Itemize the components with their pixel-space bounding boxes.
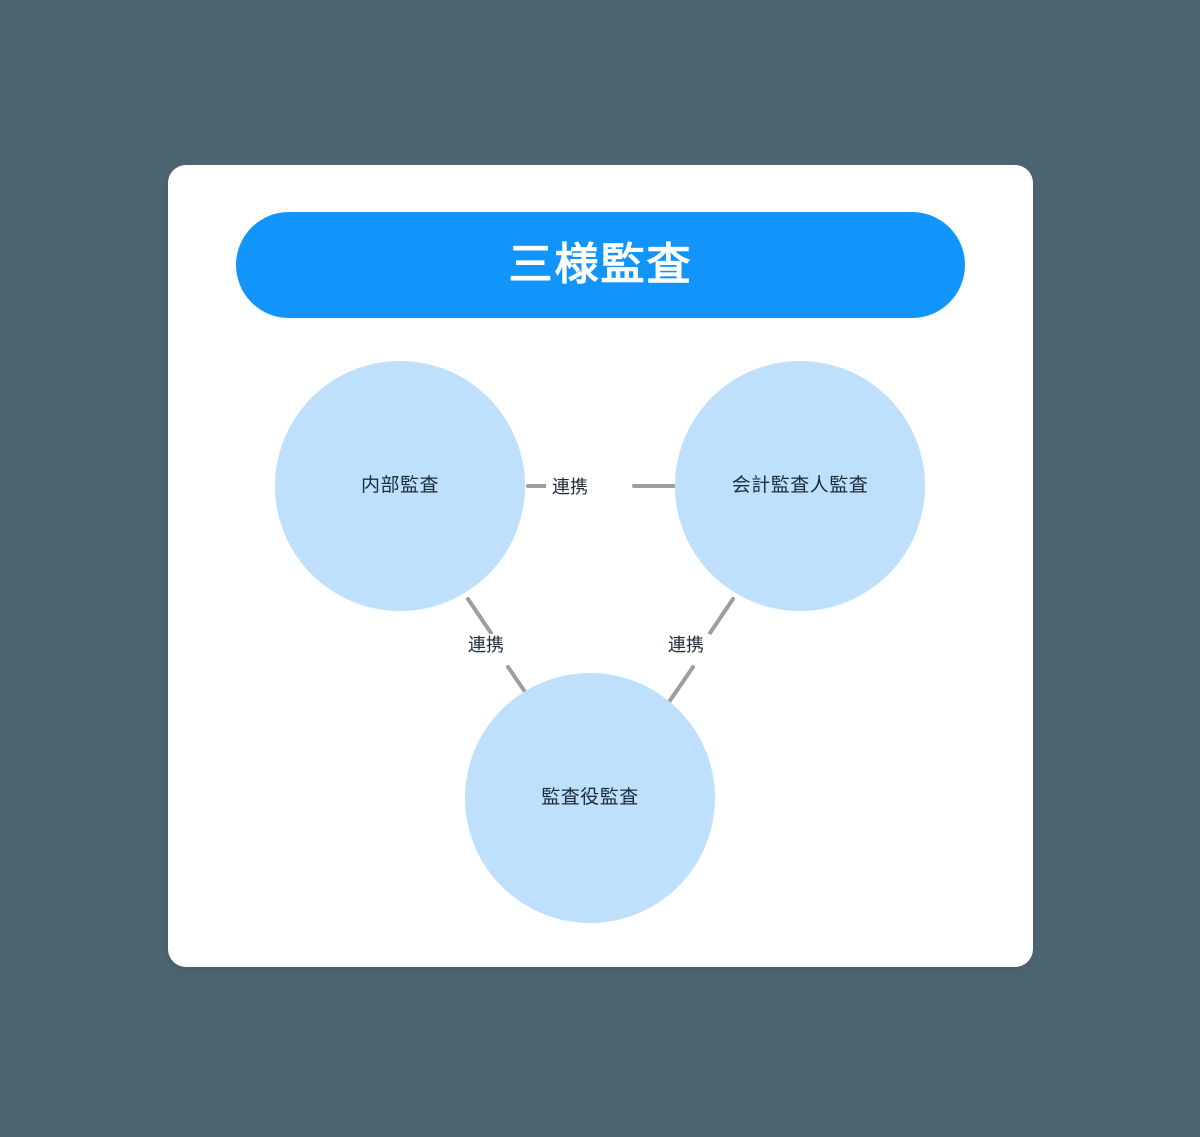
node-internal-audit[interactable]: 内部監査 — [275, 361, 525, 611]
edge-label-internal-external: 連携 — [546, 476, 594, 498]
node-internal-audit-label: 内部監査 — [360, 474, 439, 496]
edge-external-statutory-upper-segment — [708, 597, 735, 635]
node-corporate-auditor-audit[interactable]: 監査役監査 — [465, 673, 715, 923]
node-accounting-auditor-audit-label: 会計監査人監査 — [731, 474, 869, 496]
edge-internal-statutory-upper-segment — [466, 597, 493, 635]
edge-label-external-statutory: 連携 — [662, 634, 710, 656]
title-banner: 三様監査 — [236, 212, 965, 318]
relationship-diagram: 内部監査 会計監査人監査 監査役監査 連携 連携 連携 — [168, 165, 1033, 967]
diagram-card: 三様監査 内部監査 会計監査人監査 監査役監査 — [168, 165, 1033, 967]
edge-label-internal-statutory: 連携 — [462, 634, 510, 656]
node-accounting-auditor-audit[interactable]: 会計監査人監査 — [675, 361, 925, 611]
node-corporate-auditor-audit-label: 監査役監査 — [541, 786, 639, 808]
page-title: 三様監査 — [508, 240, 693, 289]
edge-external-statutory-lower-segment — [667, 665, 695, 704]
